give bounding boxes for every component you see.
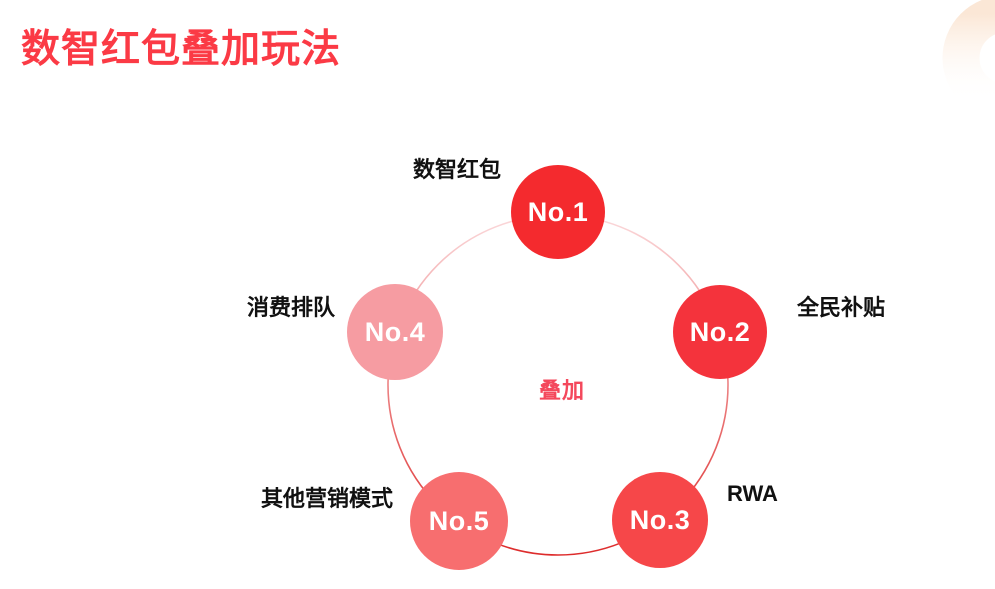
node-no3: No.3 (612, 472, 708, 568)
node-no4: No.4 (347, 284, 443, 380)
node-no2: No.2 (673, 285, 767, 379)
node-no1: No.1 (511, 165, 605, 259)
node-label-no1: 数智红包 (413, 157, 502, 182)
center-label: 叠加 (538, 378, 585, 403)
node-label-no2: 全民补贴 (797, 295, 886, 320)
page-title: 数智红包叠加玩法 (21, 28, 342, 71)
node-label-no5: 其他营销模式 (261, 486, 394, 511)
node-no5: No.5 (410, 472, 508, 570)
node-label-no4: 消费排队 (247, 295, 336, 320)
node-label-no3: RWA (727, 481, 778, 506)
